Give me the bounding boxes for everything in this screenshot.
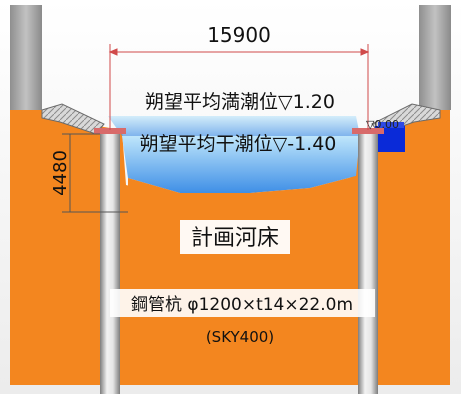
- span-width-label: 15900: [207, 23, 271, 47]
- left-pile: [100, 130, 120, 394]
- water-upper-band: [108, 116, 360, 136]
- low-water-label: 朔望平均干潮位▽-1.40: [140, 133, 337, 155]
- right-bank-block-top: [378, 122, 404, 128]
- right-pile-cap: [352, 128, 384, 134]
- span-dimension: [108, 44, 370, 130]
- pile-spec-backdrop: [110, 289, 375, 317]
- left-pier: [10, 5, 42, 110]
- pile-spec-label: 鋼管杭 φ1200×t14×22.0m: [131, 295, 353, 315]
- riverbed-label: 計画河床: [191, 226, 279, 251]
- bank-level-label: ▽0.00: [366, 118, 399, 131]
- depth-label: 4480: [50, 150, 71, 196]
- right-pier: [419, 5, 451, 110]
- high-water-label: 朔望平均満潮位▽1.20: [145, 91, 335, 113]
- right-pile: [358, 130, 378, 394]
- left-pile-cap: [94, 128, 126, 134]
- depth-dimension: [62, 133, 128, 213]
- riverbed-label-backdrop: [180, 220, 290, 254]
- riverbed-fill: [128, 176, 356, 212]
- river-water: [122, 136, 360, 193]
- pile-material-label: (SKY400): [206, 328, 274, 346]
